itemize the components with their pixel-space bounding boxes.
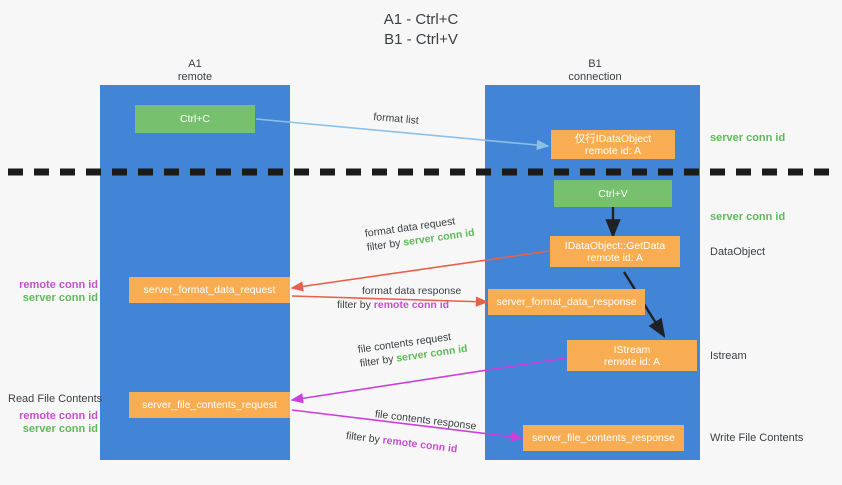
left-label-remote-conn-id-1: remote conn id [19,279,98,291]
box-idataobject[interactable]: 仅行IDataObject remote id: A [551,130,675,159]
edge-format-data-response-title: format data response [362,285,462,297]
edge-file-contents-response-filter-value: remote conn id [381,434,459,456]
left-label-group-file: remote conn id server conn id [10,410,98,436]
box-getdata-line2: remote id: A [586,251,644,264]
edge-file-contents-request-filter-prefix: filter by [359,352,398,370]
edge-label-file-contents-response: file contents response filter by remote … [345,404,477,458]
edge-format-data-response-filter-value: remote conn id [373,299,450,311]
column-a1-sub: remote [177,71,213,83]
box-idataobject-line1: 仅行IDataObject [574,132,652,145]
box-ctrl-c-label: Ctrl+C [179,113,211,125]
box-getdata[interactable]: IDataObject::GetData remote id: A [550,236,680,267]
box-server-format-data-response[interactable]: server_format_data_response [488,289,645,315]
edge-format-data-response-filter: filter by remote conn id [337,298,461,312]
left-label-group-format: remote conn id server conn id [10,279,98,305]
left-label-server-conn-id-1: server conn id [22,292,98,304]
title-line-1: A1 - Ctrl+C [383,11,459,28]
title-line-2: B1 - Ctrl+V [384,31,458,48]
box-getdata-line1: IDataObject::GetData [564,239,666,252]
column-header-a1: A1 remote [120,58,270,84]
edge-format-data-response-filter-prefix: filter by [337,299,374,311]
diagram-title: A1 - Ctrl+C B1 - Ctrl+V [0,10,842,50]
box-server-format-data-request-label: server_format_data_request [143,284,276,296]
edge-label-format-data-request: format data request filter by server con… [364,212,475,255]
box-istream-line2: remote id: A [603,355,661,368]
box-idataobject-line2: remote id: A [584,144,642,157]
left-label-remote-conn-id-2: remote conn id [19,410,98,422]
edge-format-data-request-filter-prefix: filter by [366,236,405,254]
edge-label-file-contents-request: file contents request filter by server c… [357,328,468,371]
column-b1-sub: connection [568,71,622,83]
box-istream[interactable]: IStream remote id: A [567,340,697,371]
right-label-istream: Istream [710,350,747,362]
box-ctrl-v[interactable]: Ctrl+V [554,180,672,207]
column-header-b1: B1 connection [520,58,670,84]
edge-file-contents-response-filter-prefix: filter by [345,429,384,447]
edge-label-format-list: format list [372,110,420,127]
box-server-format-data-request[interactable]: server_format_data_request [129,277,290,303]
box-server-file-contents-response[interactable]: server_file_contents_response [523,425,684,451]
right-label-server-conn-id-1: server conn id [710,132,786,144]
box-server-file-contents-request[interactable]: server_file_contents_request [129,392,290,418]
left-label-read-file-contents: Read File Contents [8,393,103,405]
box-istream-line1: IStream [613,343,651,356]
box-server-format-data-response-label: server_format_data_response [496,296,637,308]
box-server-file-contents-request-label: server_file_contents_request [142,399,277,411]
column-a1-name: A1 [188,58,202,70]
left-label-server-conn-id-2: server conn id [22,423,98,435]
column-b1-name: B1 [588,58,602,70]
right-label-write-file-contents: Write File Contents [710,432,804,444]
box-ctrl-v-label: Ctrl+V [598,187,628,200]
edge-label-format-data-response: format data response filter by remote co… [337,284,461,312]
box-ctrl-c[interactable]: Ctrl+C [135,105,255,133]
right-label-server-conn-id-2: server conn id [710,211,786,223]
right-label-dataobject: DataObject [710,246,766,258]
box-server-file-contents-response-label: server_file_contents_response [531,432,675,444]
